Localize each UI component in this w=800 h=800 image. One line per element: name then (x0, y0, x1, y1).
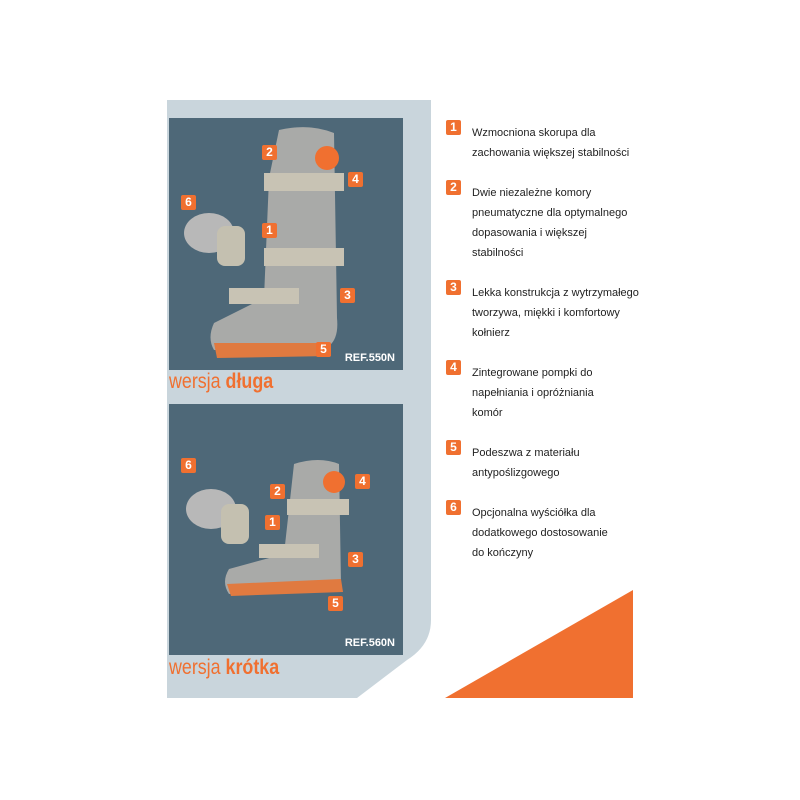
label-prefix: wersja (169, 656, 226, 679)
feature-number: 2 (446, 180, 461, 195)
callout-3: 3 (348, 552, 363, 567)
callout-2: 2 (262, 145, 277, 160)
feature-text: Wzmocniona skorupa dla zachowania większ… (472, 127, 630, 159)
label-bold: krótka (225, 656, 280, 679)
feature-text: Zintegrowane pompki do napełniania i opr… (472, 367, 594, 419)
callout-5: 5 (328, 596, 343, 611)
feature-text: Lekka konstrukcja z wytrzymałego tworzyw… (472, 287, 639, 339)
callout-1: 1 (262, 223, 277, 238)
feature-text: Podeszwa z materiału antypoślizgowego (472, 447, 580, 479)
ref-code: REF.560N (344, 637, 395, 649)
feature-number: 5 (446, 440, 461, 455)
callout-2: 2 (270, 484, 285, 499)
long-boot-photo: REF.550N (169, 118, 403, 370)
ref-code: REF.550N (344, 352, 395, 364)
callout-6: 6 (181, 195, 196, 210)
feature-text: Dwie niezależne komory pneumatyczne dla … (472, 187, 628, 259)
label-prefix: wersja (169, 370, 226, 393)
long-version-label: wersja długa (169, 370, 273, 394)
callout-3: 3 (340, 288, 355, 303)
feature-number: 1 (446, 120, 461, 135)
feature-number: 4 (446, 360, 461, 375)
callout-4: 4 (355, 474, 370, 489)
short-boot-photo: REF.560N (169, 404, 403, 655)
feature-number: 6 (446, 500, 461, 515)
short-version-label: wersja krótka (169, 656, 279, 680)
callout-1: 1 (265, 515, 280, 530)
callout-4: 4 (348, 172, 363, 187)
orange-corner-triangle (445, 590, 633, 698)
callout-5: 5 (316, 342, 331, 357)
short-boot-image (186, 460, 349, 596)
callout-6: 6 (181, 458, 196, 473)
feature-number: 3 (446, 280, 461, 295)
label-bold: długa (225, 370, 274, 393)
feature-text: Opcjonalna wyściółka dla dodatkowego dos… (472, 507, 608, 559)
long-boot-image (184, 127, 344, 358)
